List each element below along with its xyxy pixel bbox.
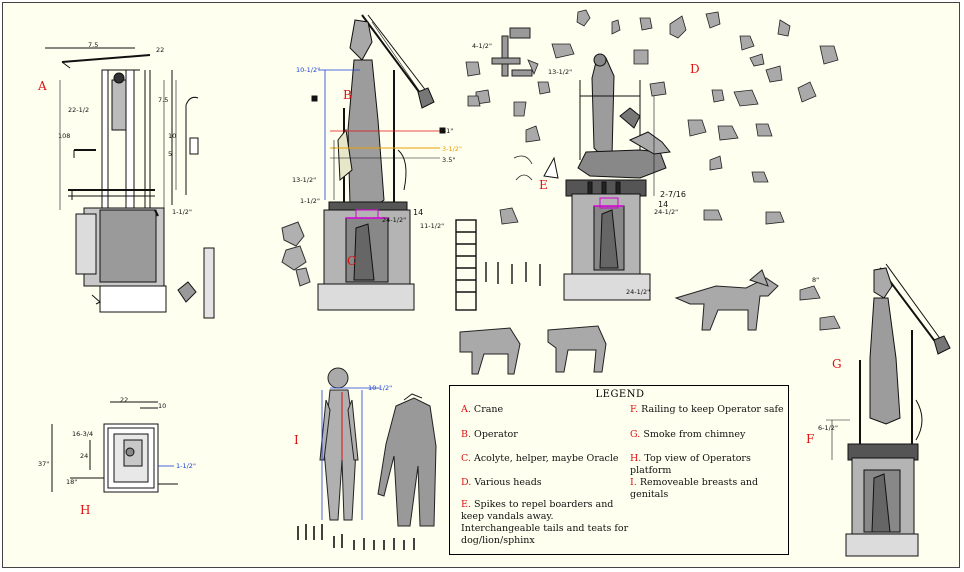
dim-a-height-left: 22-1/2: [68, 106, 90, 114]
label-view-g: G: [832, 357, 842, 371]
legend-item-b: B. Operator: [461, 429, 518, 440]
dim-i-top: 10-1/2": [368, 384, 393, 392]
dim-e-right-c: 24-1/2": [654, 208, 679, 216]
view-e-spikes-row: [455, 219, 541, 311]
view-f-railing-elevation: [826, 263, 951, 557]
legend-item-c: C. Acolyte, helper, maybe Oracle: [461, 453, 619, 464]
legend-item-a: A. Crane: [461, 404, 504, 415]
dim-e-base: 24-1/2": [626, 288, 651, 296]
view-b-operator-elevation: [311, 14, 446, 311]
dim-b-right-a: 41": [442, 127, 454, 135]
label-view-c: C: [347, 254, 357, 268]
dim-h-bottom: 18": [66, 478, 78, 486]
dim-b-platform-c: 11-1/2": [420, 222, 445, 230]
legend-item-g: G. Smoke from chimney: [630, 429, 746, 440]
dim-a-bottom: 1-1/2": [172, 208, 192, 216]
legend-item-f: F. Railing to keep Operator safe: [630, 404, 784, 415]
dim-b-platform-b: 24-1/2": [382, 216, 407, 224]
view-b-left-ornament: [281, 221, 311, 287]
dim-b-right-b: 3-1/2": [442, 145, 462, 153]
view-h-top-view: [51, 401, 178, 493]
label-view-d: D: [690, 62, 700, 76]
dim-a-mid: 10: [168, 132, 177, 140]
view-e-spike-elevation: [543, 53, 671, 301]
dim-h-left-b: 24: [80, 452, 89, 460]
dim-d-left: 4-1/2": [472, 42, 492, 50]
label-view-b: B: [343, 88, 352, 102]
dim-a-lower: 5: [168, 150, 173, 158]
legend-title: LEGEND: [595, 389, 645, 400]
dim-b-blue-top: 10-1/2": [296, 66, 321, 74]
dim-b-left-a: 13-1/2": [292, 176, 317, 184]
dim-d-mid: 13-1/2": [548, 68, 573, 76]
label-view-a: A: [38, 79, 47, 93]
view-d-various-heads: [465, 9, 841, 331]
dim-a-side: 7.5: [158, 96, 169, 104]
dim-e-right-a: 2-7/16: [660, 190, 686, 199]
dim-a-height: 108: [58, 132, 71, 140]
view-a-crane-elevation: [45, 47, 215, 319]
view-e-dog-bodies: [459, 269, 779, 375]
dim-e-right-b: 14: [658, 200, 669, 209]
dim-b-platform: 14: [413, 208, 424, 217]
dim-h-right: 1-1/2": [176, 462, 196, 470]
dim-f-left: 6-1/2": [818, 424, 838, 432]
label-view-i: I: [294, 433, 299, 447]
legend-box: LEGEND A. Crane B. Operator C. Acolyte, …: [449, 385, 789, 555]
legend-item-d: D. Various heads: [461, 477, 542, 488]
dim-dog-tail: 8": [812, 276, 820, 284]
label-view-h: H: [80, 503, 91, 517]
label-view-e: E: [539, 178, 548, 192]
dim-a-depth: 22: [156, 46, 165, 54]
label-view-f: F: [806, 432, 815, 446]
dim-b-left-b: 1-1/2": [300, 197, 320, 205]
dim-h-height: 37": [38, 460, 50, 468]
dim-h-left: 16-3/4: [72, 430, 94, 438]
view-i-spikes-row: [297, 524, 415, 550]
legend-item-e: E. Spikes to repel boarders and keep van…: [461, 499, 629, 546]
view-i-figures: [319, 367, 437, 527]
view-d-small-part: [491, 27, 533, 77]
legend-item-h: H. Top view of Operators platform: [630, 453, 751, 476]
dim-h-top: 22: [120, 396, 129, 404]
dim-b-right-c: 3.5": [442, 156, 456, 164]
dim-h-top-b: 10: [158, 402, 167, 410]
legend-item-i: I. Removeable breasts and genitals: [630, 477, 759, 500]
dim-a-top-width: 7.5: [88, 41, 99, 49]
